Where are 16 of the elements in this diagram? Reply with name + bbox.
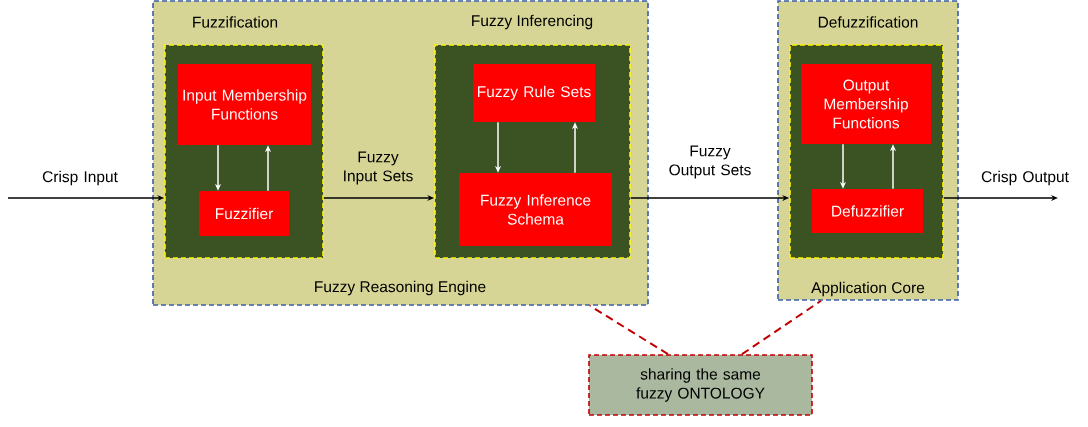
node-label: Fuzzification [193,16,278,28]
process-box: Defuzzifier [812,189,923,233]
connector-line [741,299,822,356]
process-box: Fuzzy Inference Schema [459,173,612,246]
edge-label: Crisp Input [42,170,118,186]
edge-label: Fuzzy Input Sets [344,151,413,185]
edge-label: Crisp Output [981,170,1069,186]
edge-label: Fuzzy Output Sets [669,145,751,179]
node-label: Defuzzification [818,16,918,28]
process-box: Fuzzifier [199,191,289,236]
node-label: Fuzzy Inferencing [472,14,593,30]
connector-line [589,304,669,356]
process-box: Input Membership Functions [178,64,311,145]
process-box: Output Membership Functions [801,64,931,144]
process-box: Fuzzy Rule Sets [473,64,595,122]
note-box: sharing the same fuzzy ONTOLOGY [588,354,813,416]
